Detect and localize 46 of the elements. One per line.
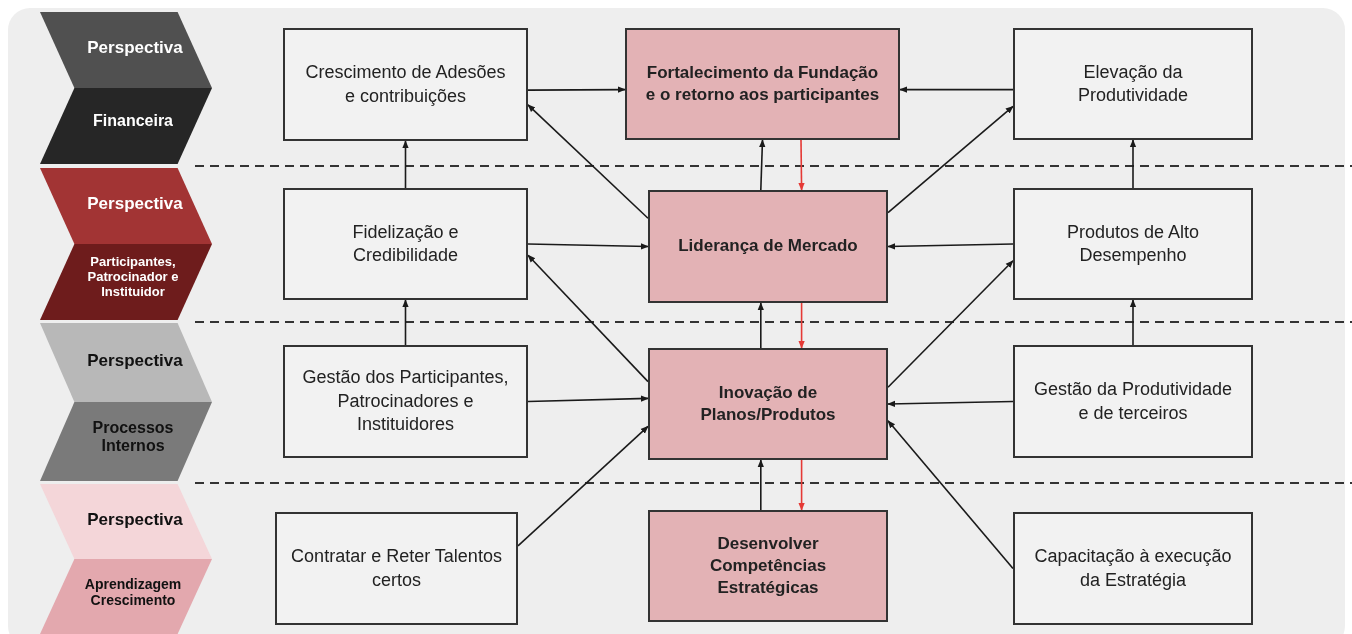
arrow [402,299,409,346]
arrow [887,420,1014,570]
arrow [798,302,805,349]
perspective-chevron [40,484,212,634]
key-objective-box: Inovação de Planos/Produtos [648,348,888,460]
arrow [527,395,649,403]
perspective-label: Aprendizagem Crescimento [83,575,183,609]
arrow [887,105,1014,214]
arrow [887,400,1014,408]
arrow [798,459,805,511]
perspective-label: Participantes, Patrocinador e Instituidor [86,255,180,300]
arrow [527,104,649,220]
perspective-label: Perspectiva [86,510,184,530]
key-objective-box: Desenvolver Competências Estratégicas [648,510,888,622]
objective-box: Capacitação à execução da Estratégia [1013,512,1253,625]
key-objective-box: Liderança de Mercado [648,190,888,303]
arrow [899,86,1014,93]
perspective-chevron [40,12,212,164]
key-objective-box: Fortalecimento da Fundação e o retorno aos participantes [625,28,900,140]
arrow [402,140,409,189]
perspective-chevron [40,323,212,481]
arrow [527,243,649,250]
arrow [759,139,766,191]
objective-box: Crescimento de Adesões e contribuições [283,28,528,141]
objective-box: Gestão dos Participantes, Patrocinadores e Instituidores [283,345,528,458]
arrow [887,243,1014,250]
perspective-chevron [40,168,212,320]
arrow [757,459,764,511]
arrow [1129,299,1137,346]
objective-box: Elevação da Produtividade [1013,28,1253,140]
arrow [527,254,649,383]
perspective-label: Processos Internos [91,418,175,456]
arrow [527,86,626,93]
objective-box: Gestão da Produtividade e de terceiros [1013,345,1253,458]
perspective-label: Financeira [92,112,174,131]
objective-box: Contratar e Reter Talentos certos [275,512,518,625]
arrow [517,425,649,547]
arrow [798,139,805,191]
objective-box: Fidelização e Credibilidade [283,188,528,300]
arrow [1129,139,1137,189]
perspective-label: Perspectiva [86,351,184,371]
arrow [757,302,764,349]
objective-box: Produtos de Alto Desempenho [1013,188,1253,300]
perspective-label: Perspectiva [86,194,184,215]
arrow [887,260,1014,388]
perspective-label: Perspectiva [86,38,184,59]
